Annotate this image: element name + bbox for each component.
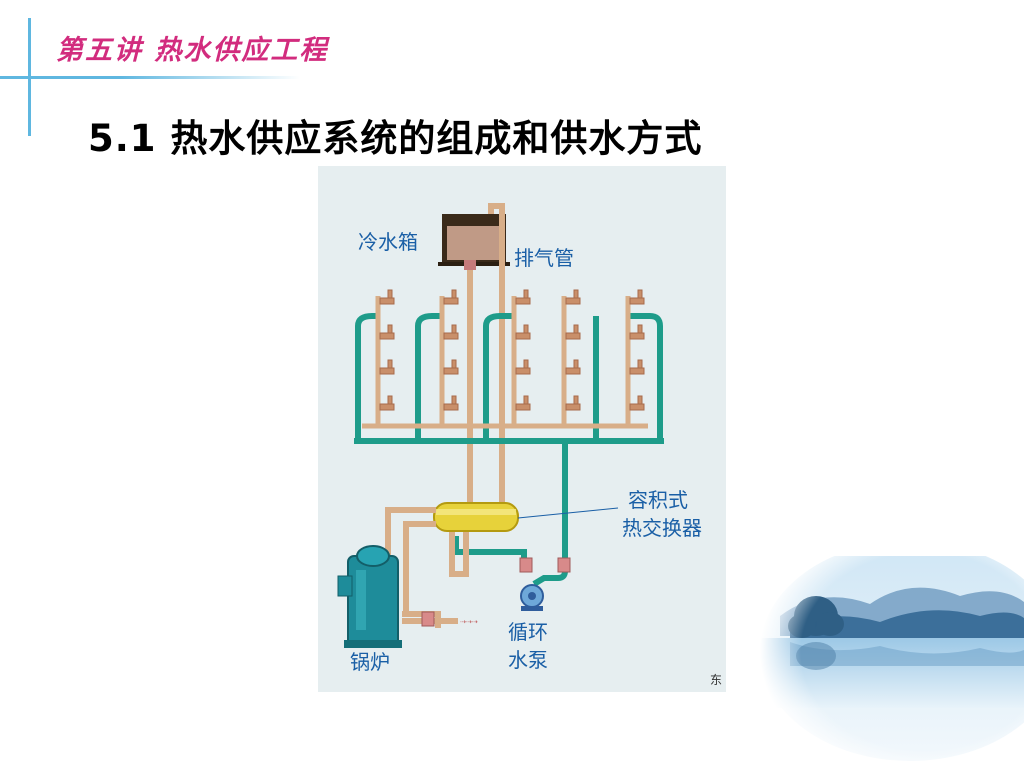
header-accent-horizontal <box>0 76 300 79</box>
label-exchanger-line1: 容积式 <box>628 488 688 512</box>
page-title: 5.1 热水供应系统的组成和供水方式 <box>88 117 703 160</box>
tank-valve <box>464 260 476 270</box>
heat-exchanger <box>433 502 519 532</box>
cold-water-tank <box>438 214 510 266</box>
label-exchanger-line2: 热交换器 <box>622 516 702 540</box>
exchanger-pointer-line <box>517 507 619 519</box>
vent-pipe <box>488 203 505 508</box>
boiler <box>337 545 402 648</box>
return-pipe-network <box>354 313 664 587</box>
pipe-valves <box>421 557 571 627</box>
faucet-array <box>379 289 645 411</box>
landscape-decoration <box>760 541 1024 768</box>
system-schematic: ⇢⇢⇢ <box>337 203 664 648</box>
label-pump-line2: 水泵 <box>508 648 548 672</box>
lecture-title: 第五讲 热水供应工程 <box>56 35 329 66</box>
circulation-pump <box>520 584 544 611</box>
label-boiler: 锅炉 <box>350 650 390 674</box>
landscape-image <box>760 541 1024 768</box>
hot-riser-columns <box>362 296 648 429</box>
label-pump-line1: 循环 <box>508 620 548 644</box>
label-vent-pipe: 排气管 <box>514 246 574 270</box>
diagram-watermark: 东 <box>710 673 723 687</box>
drain-pipe-mark: ⇢⇢⇢ <box>460 618 478 626</box>
label-cold-water-tank: 冷水箱 <box>358 230 418 254</box>
hot-water-system-diagram: ⇢⇢⇢ 冷水箱 排气管 容积式 热交换器 循环 水泵 锅炉 东 <box>318 166 726 692</box>
